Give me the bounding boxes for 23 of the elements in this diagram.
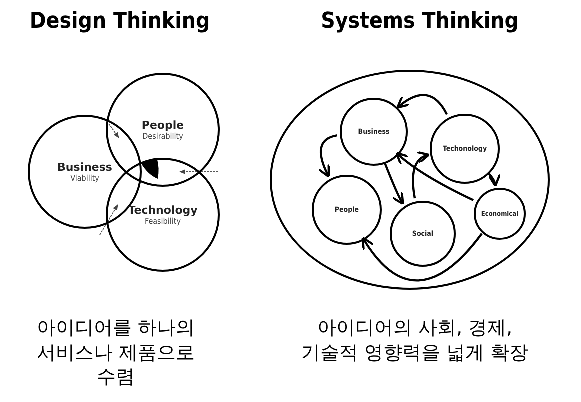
arrow (362, 233, 483, 282)
heading: Systems Thinking (320, 8, 520, 36)
arrow (412, 152, 430, 199)
node-title: Business (58, 161, 112, 174)
circle-node (312, 175, 382, 245)
node-title: Technology (128, 204, 198, 217)
node-title: People (142, 119, 184, 132)
arrow (384, 162, 404, 206)
circle-node (474, 188, 526, 240)
arrow (396, 152, 474, 202)
arrow (318, 134, 338, 178)
arrow (487, 172, 501, 188)
node-subtitle: Viability (70, 174, 100, 183)
node-subtitle: Feasibility (145, 217, 181, 226)
caption-text: 아이디어의 사회, 경제, 기술적 영향력을 넓게 확장 (300, 316, 530, 366)
circle-node (430, 114, 500, 184)
ellipse-boundary (270, 70, 550, 290)
node-subtitle: Desirability (142, 132, 184, 141)
circle-node (390, 201, 456, 267)
heading: Design Thinking (28, 8, 212, 36)
caption-text: 아이디어를 하나의 서비스나 제품으로 수렴 (36, 316, 196, 390)
circle-node (340, 98, 408, 166)
arrow (396, 94, 448, 116)
